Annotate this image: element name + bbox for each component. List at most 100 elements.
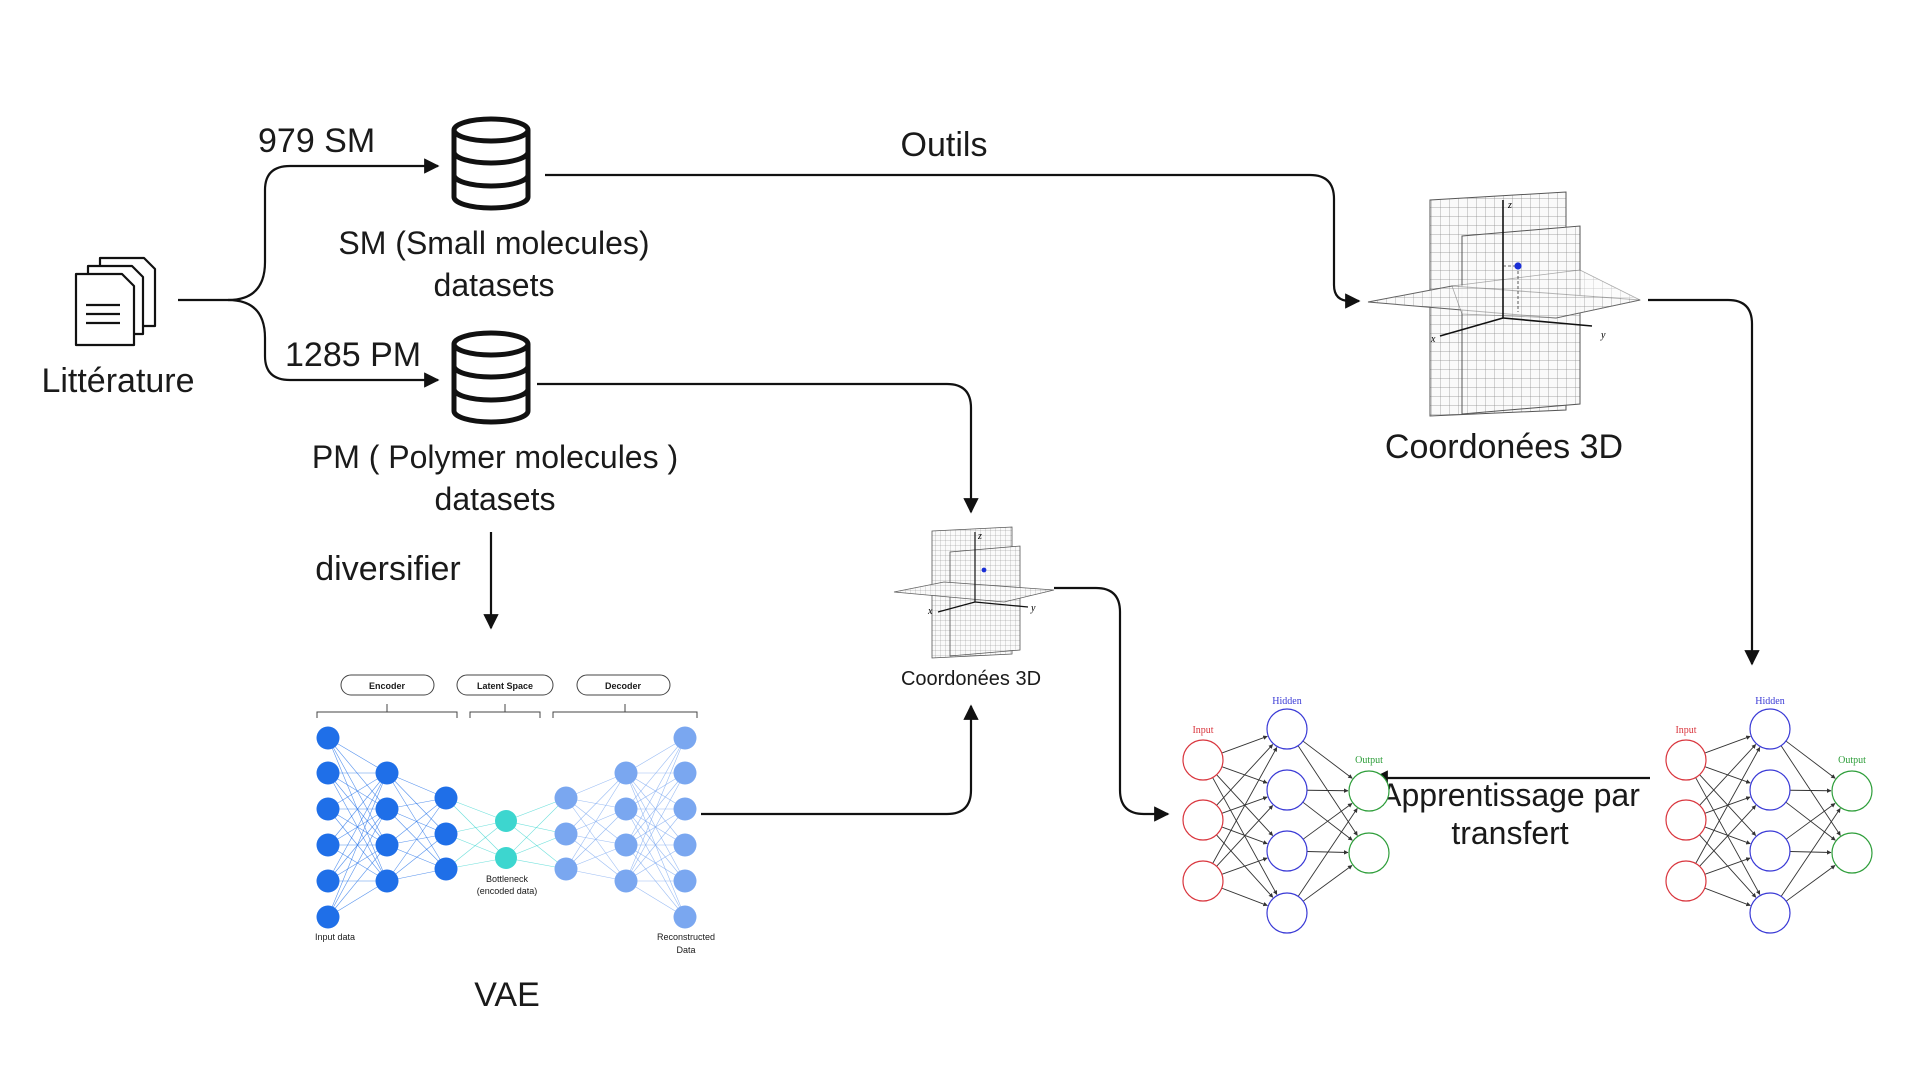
vae-connection xyxy=(505,797,567,859)
vae-neuron xyxy=(316,833,340,857)
vae-connection xyxy=(625,737,686,810)
vae-neuron xyxy=(434,857,458,881)
nn-input-neuron xyxy=(1665,739,1707,781)
axis-label-z: z xyxy=(977,531,982,542)
nn-connection xyxy=(1785,865,1836,902)
vae-neuron xyxy=(614,761,638,785)
nn-connection xyxy=(1221,887,1268,907)
nn-hidden-neuron xyxy=(1266,892,1308,934)
nn-input-neuron xyxy=(1665,799,1707,841)
nn-hidden-neuron xyxy=(1749,769,1791,811)
vae-neuron xyxy=(375,833,399,857)
axis-label-x: x xyxy=(927,606,933,617)
sm-title-line1: SM (Small molecules) xyxy=(338,225,649,261)
vae-connection xyxy=(327,737,388,846)
vae-neuron xyxy=(375,797,399,821)
vae-neuron xyxy=(434,786,458,810)
vae-connection xyxy=(625,808,686,882)
vae-neuron xyxy=(614,869,638,893)
vae-connection xyxy=(386,797,447,846)
axis-label-x: x xyxy=(1430,334,1436,345)
nn-connection xyxy=(1221,735,1268,754)
nn-connection xyxy=(1780,808,1841,897)
nn-connection xyxy=(1699,744,1757,806)
nn-output-neuron xyxy=(1348,770,1390,812)
nn-connection xyxy=(1704,826,1751,845)
nn-input-neuron xyxy=(1182,739,1224,781)
vae-connection xyxy=(445,797,507,859)
nn-connection xyxy=(1704,735,1751,754)
vae-output-line2: Data xyxy=(676,945,695,955)
vae-connection xyxy=(565,772,627,835)
vae-connection xyxy=(625,772,686,882)
transfer-label-line2: transfert xyxy=(1451,815,1568,851)
vae-neuron xyxy=(316,797,340,821)
sm-title-line2: datasets xyxy=(434,267,555,303)
nn-connection xyxy=(1302,865,1353,902)
vae-neuron xyxy=(316,869,340,893)
nn-hidden-neuron xyxy=(1266,769,1308,811)
nn-input-label: Input xyxy=(1192,725,1213,736)
sm-count-label: 979 SM xyxy=(258,122,375,160)
coords-large-label: Coordonées 3D xyxy=(1385,428,1623,466)
nn-hidden-neuron xyxy=(1266,830,1308,872)
vae-neuron xyxy=(673,833,697,857)
vae-connection xyxy=(327,772,388,918)
vae-neuron xyxy=(673,905,697,929)
nn-hidden-label: Hidden xyxy=(1755,696,1784,707)
vae-neuron xyxy=(673,869,697,893)
nn-connection xyxy=(1695,746,1761,864)
vae-neuron xyxy=(673,797,697,821)
nn-connection xyxy=(1216,744,1274,806)
vae-connection xyxy=(327,772,388,810)
pm-title-line1: PM ( Polymer molecules ) xyxy=(312,439,678,475)
nn-input-label: Input xyxy=(1675,725,1696,736)
nn-connection xyxy=(1302,803,1353,840)
nn-connection xyxy=(1216,805,1274,867)
vae-neuron xyxy=(375,869,399,893)
encoder-label: Encoder xyxy=(369,681,406,691)
vae-neuron xyxy=(434,822,458,846)
nn-connection xyxy=(1785,803,1836,840)
vae-connection xyxy=(565,772,627,870)
vae-connection xyxy=(625,880,686,918)
nn-hidden-label: Hidden xyxy=(1272,696,1301,707)
nn-connection xyxy=(1306,788,1349,793)
vae-neuron xyxy=(316,726,340,750)
vae-connection xyxy=(625,737,686,882)
vae-connection xyxy=(327,772,388,846)
vae-connection xyxy=(625,737,686,846)
source-label: Littérature xyxy=(41,362,194,400)
literature-connectors xyxy=(178,158,440,388)
nn-connection xyxy=(1297,808,1358,897)
nn-output-neuron xyxy=(1831,770,1873,812)
nn-output-label: Output xyxy=(1355,755,1383,766)
vae-neuron xyxy=(495,847,517,869)
vae-connection xyxy=(386,833,447,882)
coords-small-label: Coordonées 3D xyxy=(901,668,1041,690)
axis-label-z: z xyxy=(1507,200,1512,211)
vae-neuron xyxy=(554,857,578,881)
vae-input-label: Input data xyxy=(315,932,355,942)
vae-connection xyxy=(565,833,627,882)
decoder-label: Decoder xyxy=(605,681,642,691)
vae-neuron xyxy=(673,726,697,750)
encoder-pill xyxy=(340,674,435,696)
nn-connection xyxy=(1785,740,1836,779)
nn-hidden-neuron xyxy=(1749,892,1791,934)
pm-title-line2: datasets xyxy=(435,481,556,517)
latent-pill xyxy=(456,674,554,696)
vae-neuron xyxy=(554,786,578,810)
nn-output-label: Output xyxy=(1838,755,1866,766)
axis-label-y: y xyxy=(1600,330,1606,341)
documents-icon xyxy=(74,256,157,347)
nn-output-neuron xyxy=(1348,832,1390,874)
nn-connection xyxy=(1302,740,1353,779)
vae-connection xyxy=(445,820,507,870)
nn-hidden-neuron xyxy=(1749,830,1791,872)
vae-label: VAE xyxy=(474,976,540,1014)
vae-neuron xyxy=(614,833,638,857)
nn-connection xyxy=(1704,887,1751,907)
axis-label-y: y xyxy=(1030,603,1036,614)
